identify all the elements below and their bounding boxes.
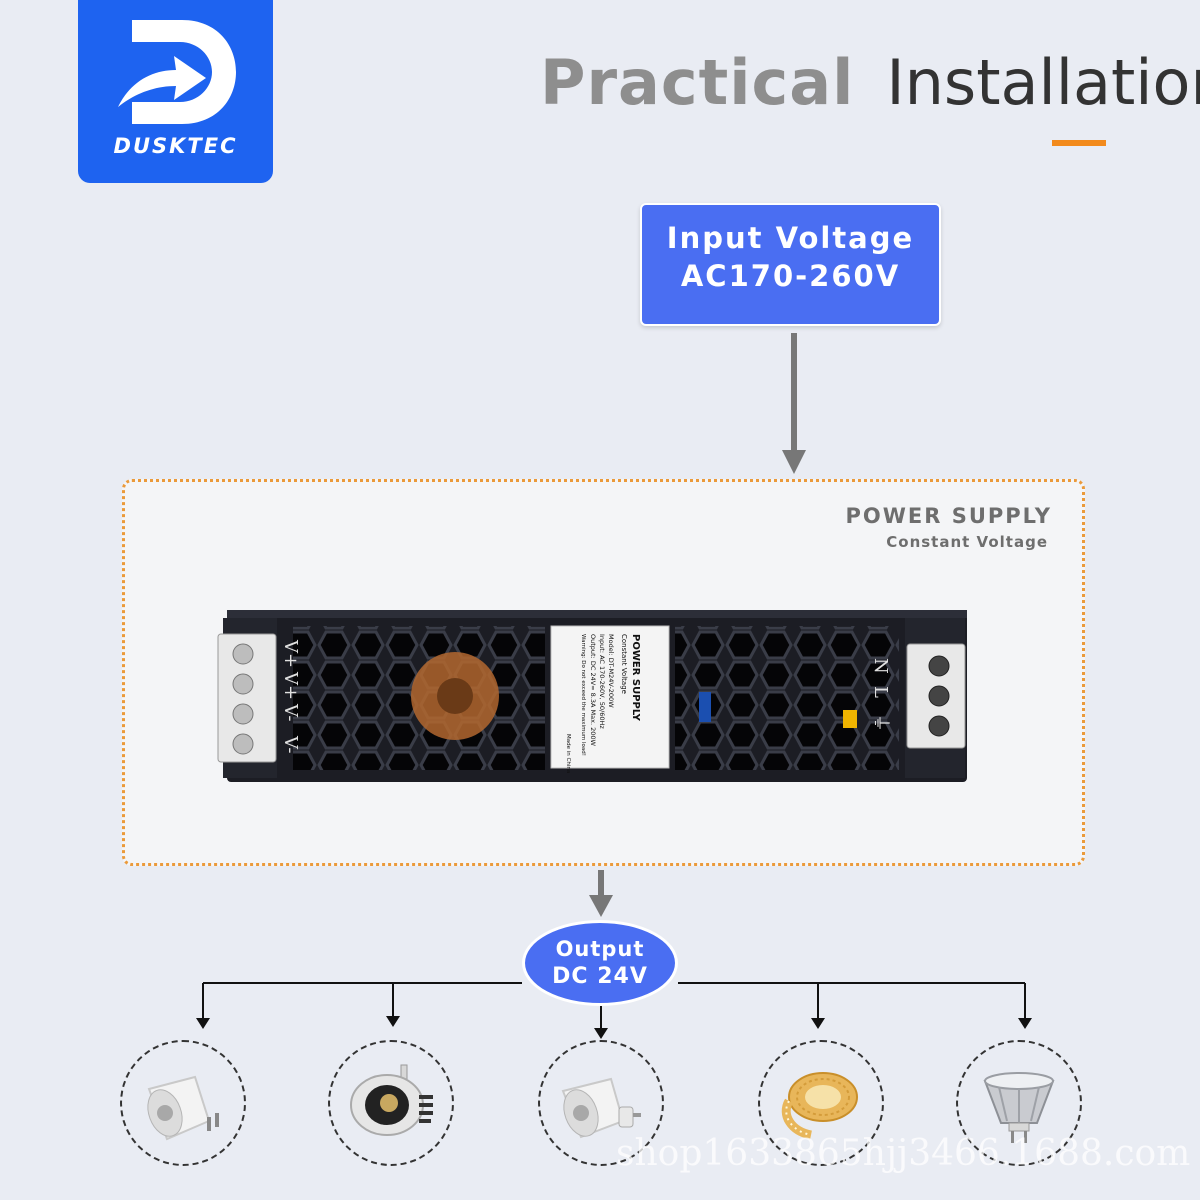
spec-label	[550, 625, 670, 769]
input-voltage-label: Input Voltage	[666, 221, 915, 255]
input-arrow-head	[782, 450, 806, 474]
terminal-mark-left-2: V+	[280, 671, 301, 700]
brand-name: DUSKTEC	[113, 134, 238, 158]
led-strip-reel-icon	[781, 1072, 858, 1140]
product-led-strip-reel	[758, 1040, 884, 1166]
terminal-mark-left-3: V-	[280, 703, 301, 721]
product-recessed-downlight	[328, 1040, 454, 1166]
spec-label-subheading: Constant Voltage	[620, 634, 628, 694]
right-vent-grid	[675, 626, 899, 770]
watermark-text: shop1633865hjj3466.1688.com	[616, 1133, 1191, 1174]
power-supply-subtitle: Constant Voltage	[886, 533, 1048, 551]
spec-label-input: Input: AC 170-260V, 50/60Hz	[598, 634, 606, 729]
product-gu10-spotlight	[538, 1040, 664, 1166]
spec-label-warning: Warning: Do not exceed the maximum load!	[580, 634, 586, 756]
power-supply-unit: POWER SUPPLY Constant Voltage Model: DT-…	[217, 610, 967, 782]
terminal-mark-left-4: V-	[280, 735, 301, 753]
spec-label-output: Output: DC 24V= 8.3A Max. 200W	[589, 634, 597, 747]
spec-label-model: Model: DT-M24V-200W	[607, 634, 615, 708]
power-supply-title: POWER SUPPLY	[845, 504, 1052, 528]
spec-label-made-in: Made in China	[565, 734, 571, 773]
distribution-arrowheads	[196, 1016, 1032, 1039]
product-mr16-spotlight	[120, 1040, 246, 1166]
terminal-mark-right-2: L	[870, 686, 891, 698]
title-bold-word: Practical	[540, 46, 855, 119]
gu10-spotlight-icon	[561, 1077, 641, 1139]
output-voltage-bubble: Output DC 24V	[522, 920, 678, 1006]
mr16-glass-spotlight-icon	[983, 1072, 1055, 1143]
input-voltage-box: Input Voltage AC170-260V	[640, 203, 941, 326]
terminal-mark-left-1: V+	[280, 639, 301, 668]
brand-d-arrow-icon	[118, 20, 236, 124]
output-label: Output	[555, 937, 645, 961]
recessed-downlight-icon	[350, 1064, 433, 1136]
left-terminal-block	[217, 633, 277, 763]
product-mr16-glass-spotlight	[956, 1040, 1082, 1166]
output-arrow-head	[589, 895, 613, 917]
distribution-tree	[202, 982, 1026, 1030]
page-title: Practical Installation	[540, 46, 1200, 119]
output-value: DC 24V	[552, 964, 648, 989]
terminal-mark-right-1: N	[870, 658, 891, 674]
mr16-spotlight-icon	[147, 1075, 219, 1141]
title-light-word: Installation	[886, 46, 1200, 119]
brand-logo: DUSKTEC	[78, 0, 273, 183]
terminal-mark-right-3: ⏚	[870, 714, 891, 732]
title-accent-bar	[1052, 140, 1106, 146]
right-terminal-block	[906, 643, 966, 749]
spec-label-heading: POWER SUPPLY	[630, 634, 641, 722]
input-voltage-value: AC170-260V	[680, 259, 901, 293]
